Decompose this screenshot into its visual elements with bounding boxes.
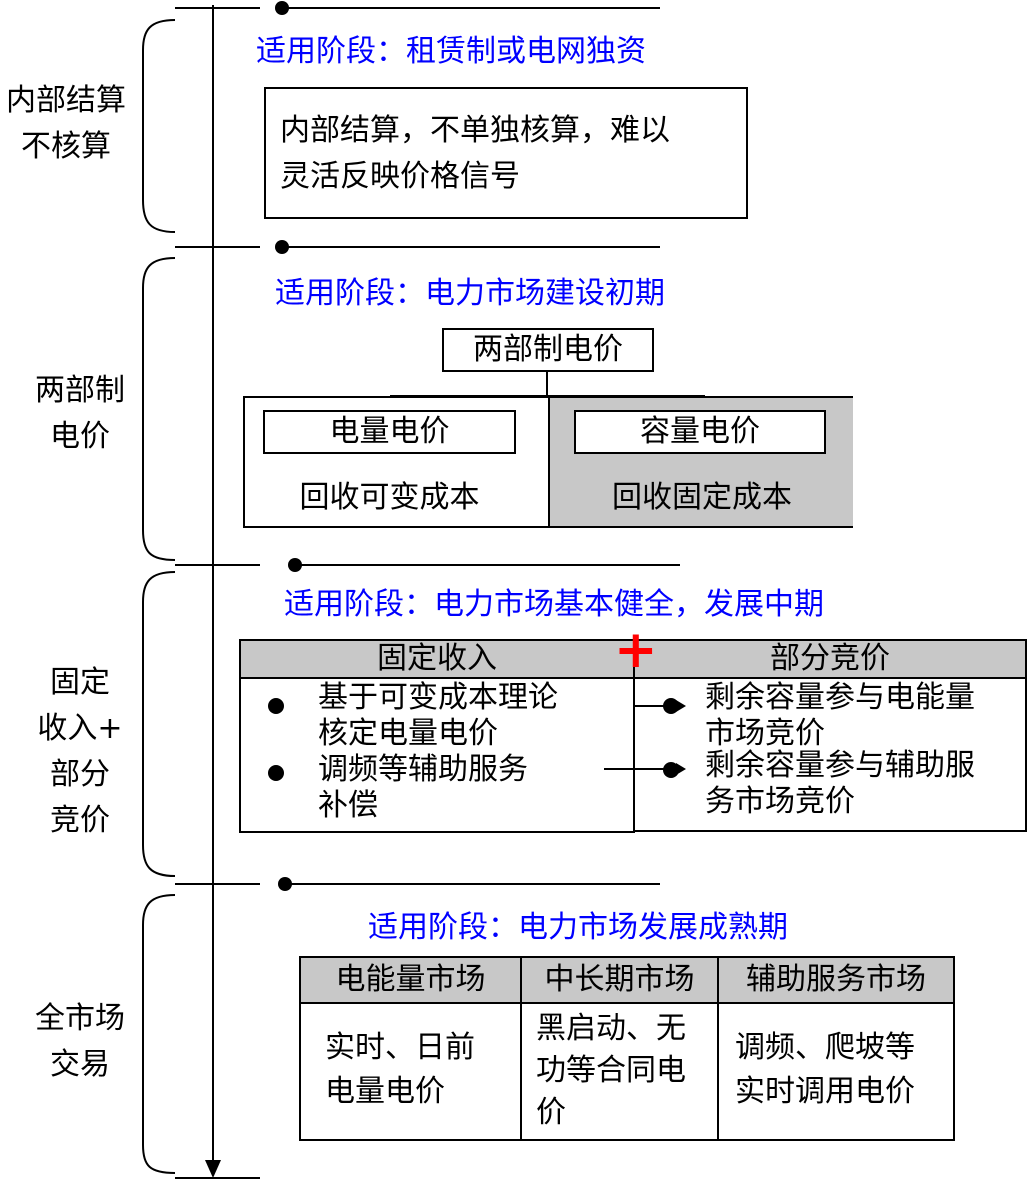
- section-4-label-line-2: 交易: [50, 1047, 110, 1082]
- fixed-item-1-line-1: 基于可变成本理论: [318, 680, 558, 715]
- brace-3: [142, 571, 176, 877]
- bid-item-1-line-2: 市场竞价: [705, 716, 825, 751]
- plus-sign: +: [614, 620, 658, 680]
- section-3-label-line-1: 固定: [50, 665, 110, 700]
- section-2-label: 两部制 电价: [10, 368, 150, 460]
- timeline-arrow-head: [205, 1160, 221, 1178]
- fixed-income-header-label: 固定收入: [377, 641, 497, 676]
- divider-dot-4: [278, 877, 292, 891]
- energy-price-box: 电量电价: [263, 410, 516, 454]
- capacity-price-box: 容量电价: [574, 410, 826, 454]
- divider-dot-1: [275, 1, 289, 15]
- table-cell-energy-market-line-1: 实时、日前: [325, 1030, 475, 1065]
- partial-bid-header-label: 部分竞价: [770, 641, 890, 676]
- section-3-label: 固定 收入+ 部分 竞价: [10, 660, 150, 844]
- section-3-label-line-3: 部分: [50, 757, 110, 792]
- section-1-label-line-2: 不核算: [21, 129, 111, 164]
- bid-item-2: 剩余容量参与辅助服 务市场竞价: [705, 748, 975, 820]
- capacity-price-label: 容量电价: [640, 414, 760, 449]
- bid-item-2-line-1: 剩余容量参与辅助服: [705, 748, 975, 783]
- section-4-label: 全市场 交易: [10, 996, 150, 1088]
- table-header-ancillary-market-label: 辅助服务市场: [746, 962, 926, 997]
- brace-2: [142, 257, 176, 561]
- bid-item-1-bullet: [663, 698, 679, 714]
- two-part-price-box: 两部制电价: [442, 328, 654, 372]
- fixed-item-2-line-1: 调频等辅助服务: [318, 752, 528, 787]
- table-cell-energy-market: 实时、日前 电量电价: [299, 1002, 522, 1141]
- section-1-stage: 适用阶段：租赁制或电网独资: [256, 34, 646, 69]
- section-2-label-line-2: 电价: [50, 419, 110, 454]
- fixed-item-2-bullet: [268, 765, 284, 781]
- brace-1: [142, 19, 176, 233]
- table-cell-ancillary-market-text: 调频、爬坡等 实时调用电价: [735, 1026, 915, 1114]
- fixed-item-2: 调频等辅助服务 补偿: [318, 752, 528, 824]
- section-2-stage: 适用阶段：电力市场建设初期: [275, 276, 665, 311]
- section-2-label-line-1: 两部制: [35, 373, 125, 408]
- brace-4: [142, 894, 176, 1174]
- table-cell-energy-market-line-2: 电量电价: [325, 1074, 445, 1109]
- bid-item-2-bullet: [663, 762, 679, 778]
- table-cell-medium-long-market-line-2: 功等合同电: [536, 1053, 686, 1088]
- section-1-box: 内部结算，不单独核算，难以 灵活反映价格信号: [264, 87, 748, 219]
- section-4-label-line-1: 全市场: [35, 1001, 125, 1036]
- table-header-energy-market-label: 电能量市场: [335, 962, 486, 997]
- section-4-stage: 适用阶段：电力市场发展成熟期: [368, 910, 788, 945]
- table-cell-ancillary-market: 调频、爬坡等 实时调用电价: [717, 1002, 955, 1141]
- bid-item-1: 剩余容量参与电能量 市场竞价: [705, 680, 975, 752]
- fixed-income-header: 固定收入: [239, 639, 635, 679]
- section-3-stage: 适用阶段：电力市场基本健全，发展中期: [284, 587, 824, 622]
- fixed-item-2-line-2: 补偿: [318, 788, 378, 823]
- partial-bid-body: [633, 677, 1027, 832]
- energy-price-result: 回收可变成本: [299, 480, 480, 515]
- section-3-label-line-4: 竞价: [50, 803, 110, 838]
- section-1-box-line-2: 灵活反映价格信号: [280, 159, 520, 194]
- table-header-medium-long-market-label: 中长期市场: [544, 962, 695, 997]
- table-cell-ancillary-market-line-1: 调频、爬坡等: [735, 1030, 915, 1065]
- two-part-price-label: 两部制电价: [473, 332, 623, 367]
- capacity-price-result: 回收固定成本: [612, 480, 792, 515]
- divider-dot-3: [288, 558, 302, 572]
- table-header-energy-market: 电能量市场: [299, 956, 522, 1004]
- table-cell-energy-market-text: 实时、日前 电量电价: [325, 1026, 475, 1114]
- energy-price-label: 电量电价: [329, 414, 450, 449]
- fixed-item-1-line-2: 核定电量电价: [318, 716, 498, 751]
- table-cell-ancillary-market-line-2: 实时调用电价: [735, 1074, 915, 1109]
- bid-item-1-line-1: 剩余容量参与电能量: [705, 680, 975, 715]
- bid-item-2-line-2: 务市场竞价: [705, 784, 855, 819]
- table-cell-medium-long-market-text: 黑启动、无 功等合同电 价: [536, 1008, 686, 1134]
- table-cell-medium-long-market: 黑启动、无 功等合同电 价: [520, 1002, 719, 1141]
- table-header-ancillary-market: 辅助服务市场: [717, 956, 955, 1004]
- table-header-medium-long-market: 中长期市场: [520, 956, 719, 1004]
- fixed-item-1-bullet: [268, 698, 284, 714]
- table-cell-medium-long-market-line-3: 价: [536, 1095, 566, 1130]
- table-cell-medium-long-market-line-1: 黑启动、无: [536, 1011, 686, 1046]
- fixed-item-1: 基于可变成本理论 核定电量电价: [318, 680, 558, 752]
- section-3-label-line-2: 收入+: [37, 711, 123, 746]
- section-1-label-line-1: 内部结算: [6, 83, 126, 118]
- partial-bid-header: 部分竞价: [633, 639, 1027, 679]
- section-1-box-line-1: 内部结算，不单独核算，难以: [280, 113, 670, 148]
- section-1-label: 内部结算 不核算: [0, 78, 136, 170]
- divider-dot-2: [275, 240, 289, 254]
